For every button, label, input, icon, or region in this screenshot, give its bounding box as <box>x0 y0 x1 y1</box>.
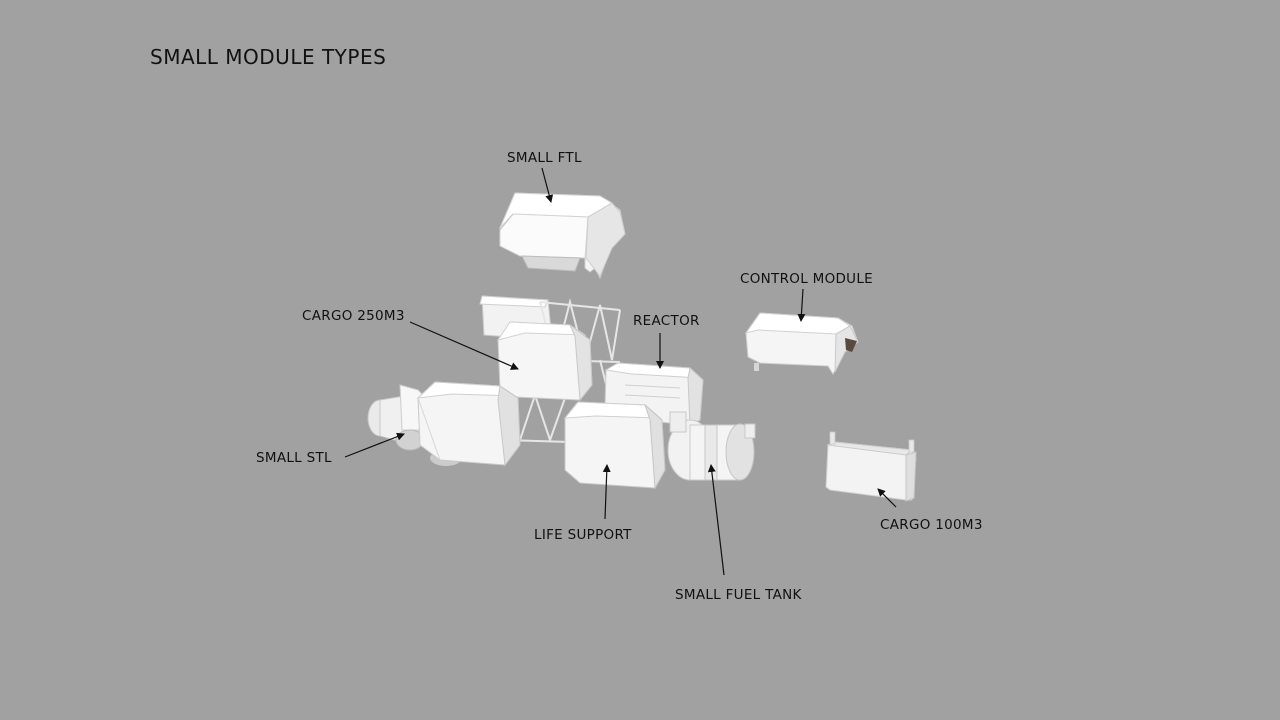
label-small-fuel-tank: SMALL FUEL TANK <box>675 587 802 603</box>
arrow-life-support <box>602 464 611 520</box>
label-reactor: REACTOR <box>633 313 700 329</box>
arrow-small-ftl <box>541 167 554 203</box>
label-cargo-100m3: CARGO 100M3 <box>880 517 983 533</box>
label-life-support: LIFE SUPPORT <box>534 527 632 543</box>
arrow-control-module <box>797 288 806 322</box>
control-module <box>744 312 859 375</box>
arrow-cargo-250 <box>409 321 519 370</box>
arrow-small-stl <box>344 432 405 458</box>
page-title: SMALL MODULE TYPES <box>150 45 387 69</box>
main-assembly <box>367 295 756 490</box>
arrow-cargo-100 <box>877 488 897 508</box>
small-ftl-module <box>499 192 626 280</box>
label-cargo-250m3: CARGO 250M3 <box>302 308 405 324</box>
leader-lines <box>344 167 897 576</box>
label-small-stl: SMALL STL <box>256 450 332 466</box>
cargo-100m3-module <box>825 431 917 502</box>
label-small-ftl: SMALL FTL <box>507 150 582 166</box>
label-control-module: CONTROL MODULE <box>740 271 874 287</box>
arrow-fuel-tank <box>707 464 725 576</box>
